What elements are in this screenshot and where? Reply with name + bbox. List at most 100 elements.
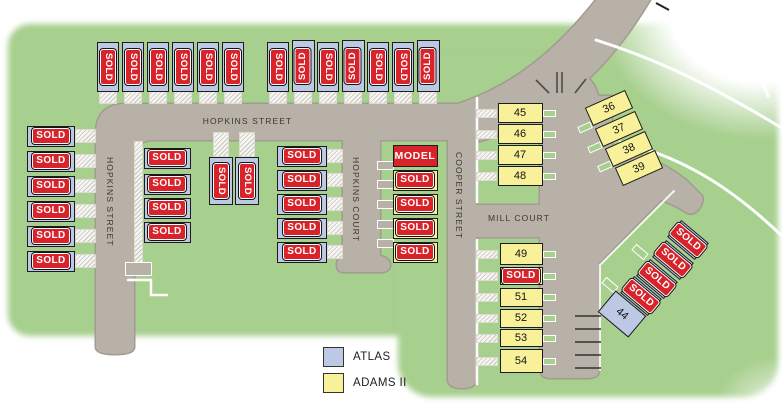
lot-sold[interactable]: SOLD xyxy=(27,150,75,172)
lot-sold[interactable]: SOLD xyxy=(27,250,75,272)
sold-badge: SOLD xyxy=(150,49,166,85)
lot-sold[interactable]: SOLD xyxy=(172,42,194,92)
driveway-stub xyxy=(543,131,556,138)
lot-sold[interactable]: SOLD xyxy=(367,42,389,92)
lot-sold[interactable]: SOLD xyxy=(27,225,75,247)
sold-badge: SOLD xyxy=(420,48,436,84)
sold-badge: SOLD xyxy=(396,244,434,260)
lot-sold[interactable]: SOLD xyxy=(277,169,327,191)
driveway xyxy=(75,254,96,268)
sold-badge: SOLD xyxy=(32,253,70,269)
lot-sold[interactable]: SOLD xyxy=(27,125,75,147)
driveway-stub xyxy=(377,239,394,248)
lot-51[interactable]: 51 xyxy=(499,287,543,307)
sold-badge: SOLD xyxy=(148,224,186,240)
sold-badge: SOLD xyxy=(148,200,186,216)
driveway-stub xyxy=(543,273,556,280)
driveway xyxy=(476,357,498,366)
lot-sold[interactable]: SOLD xyxy=(277,193,327,215)
street-label-hopkins-street-vertical: HOPKINS STREET xyxy=(105,157,115,247)
driveway xyxy=(476,250,498,259)
driveway xyxy=(327,221,343,235)
lot-sold[interactable]: SOLD xyxy=(143,173,191,195)
lot-sold[interactable]: SOLD xyxy=(341,40,365,92)
sold-badge: SOLD xyxy=(370,49,386,85)
sold-badge: SOLD xyxy=(32,203,70,219)
lot-sold[interactable]: SOLD xyxy=(143,147,191,169)
sold-badge: SOLD xyxy=(345,48,361,84)
driveway xyxy=(476,293,498,302)
lot-sold[interactable]: SOLD xyxy=(27,200,75,222)
sold-badge: SOLD xyxy=(396,172,434,188)
lot-sold[interactable]: SOLD xyxy=(222,42,244,92)
driveway-stub xyxy=(543,152,556,159)
lot-sold[interactable]: SOLD xyxy=(277,217,327,239)
sold-badge: SOLD xyxy=(396,220,434,236)
lot-sold[interactable]: SOLD xyxy=(317,42,339,92)
sold-badge: SOLD xyxy=(283,244,321,260)
sold-badge: SOLD xyxy=(200,49,216,85)
lot-sold[interactable]: SOLD xyxy=(143,221,191,243)
lot-sold[interactable]: SOLD xyxy=(277,145,327,167)
street-label-hopkins-court: HOPKINS COURT xyxy=(351,157,361,242)
lot-53[interactable]: 53 xyxy=(499,329,543,347)
lot-sold[interactable]: SOLD xyxy=(499,267,543,285)
driveway-stub xyxy=(543,315,556,322)
lot-sold[interactable]: SOLD xyxy=(147,42,169,92)
lot-47[interactable]: 47 xyxy=(497,145,543,165)
lot-number: 53 xyxy=(514,332,528,344)
legend-label-atlas: ATLAS xyxy=(353,351,391,363)
lot-sold[interactable]: SOLD xyxy=(267,42,289,92)
driveway xyxy=(476,334,498,343)
lot-sold[interactable]: SOLD xyxy=(392,42,414,92)
lot-49[interactable]: 49 xyxy=(499,243,543,265)
street-label-mill-court: MILL COURT xyxy=(487,213,550,223)
lot-sold[interactable]: SOLD xyxy=(143,197,191,219)
lot-number: 52 xyxy=(514,312,528,324)
lot-sold[interactable]: SOLD xyxy=(197,42,219,92)
driveway xyxy=(476,272,498,281)
driveway xyxy=(224,88,242,104)
driveway xyxy=(319,88,337,104)
lot-sold[interactable]: SOLD xyxy=(235,157,259,205)
legend-row-adams: ADAMS II xyxy=(323,373,407,393)
driveway xyxy=(327,197,343,211)
lot-46[interactable]: 46 xyxy=(497,124,543,144)
sold-badge: SOLD xyxy=(148,150,186,166)
sold-badge: SOLD xyxy=(320,49,336,85)
lot-sold[interactable]: SOLD xyxy=(277,241,327,263)
lot-54[interactable]: 54 xyxy=(499,349,543,373)
lot-sold[interactable]: SOLD xyxy=(392,241,438,263)
lot-sold[interactable]: SOLD xyxy=(122,42,144,92)
sold-badge: SOLD xyxy=(32,128,70,144)
lot-number: 46 xyxy=(513,128,527,140)
driveway xyxy=(476,151,497,160)
lot-45[interactable]: 45 xyxy=(497,103,543,123)
driveway xyxy=(124,88,142,104)
driveway xyxy=(327,245,343,259)
lot-48[interactable]: 48 xyxy=(497,166,543,186)
driveway xyxy=(476,172,497,181)
sold-badge: SOLD xyxy=(32,228,70,244)
lot-sold[interactable]: SOLD xyxy=(392,169,438,191)
lot-sold[interactable]: SOLD xyxy=(291,40,315,92)
lot-number: 36 xyxy=(600,100,618,116)
legend-row-atlas: ATLAS xyxy=(323,347,407,367)
lot-sold[interactable]: SOLD xyxy=(392,193,438,215)
lot-sold[interactable]: SOLD xyxy=(416,40,440,92)
street-label-cooper-street: COOPER STREET xyxy=(454,152,464,240)
lot-sold[interactable]: SOLD xyxy=(27,175,75,197)
lot-sold[interactable]: SOLD xyxy=(97,42,119,92)
driveway xyxy=(419,88,437,104)
driveway-stub xyxy=(377,200,394,209)
driveway xyxy=(213,132,229,157)
lot-sold[interactable]: SOLD xyxy=(209,157,233,205)
lot-number: 47 xyxy=(513,149,527,161)
lot-model[interactable]: MODEL xyxy=(392,145,438,167)
lot-52[interactable]: 52 xyxy=(499,308,543,328)
driveway-stub xyxy=(543,110,556,117)
sold-badge: SOLD xyxy=(148,176,186,192)
driveway-stub xyxy=(543,335,556,342)
lot-sold[interactable]: SOLD xyxy=(392,217,438,239)
driveway xyxy=(75,229,96,243)
